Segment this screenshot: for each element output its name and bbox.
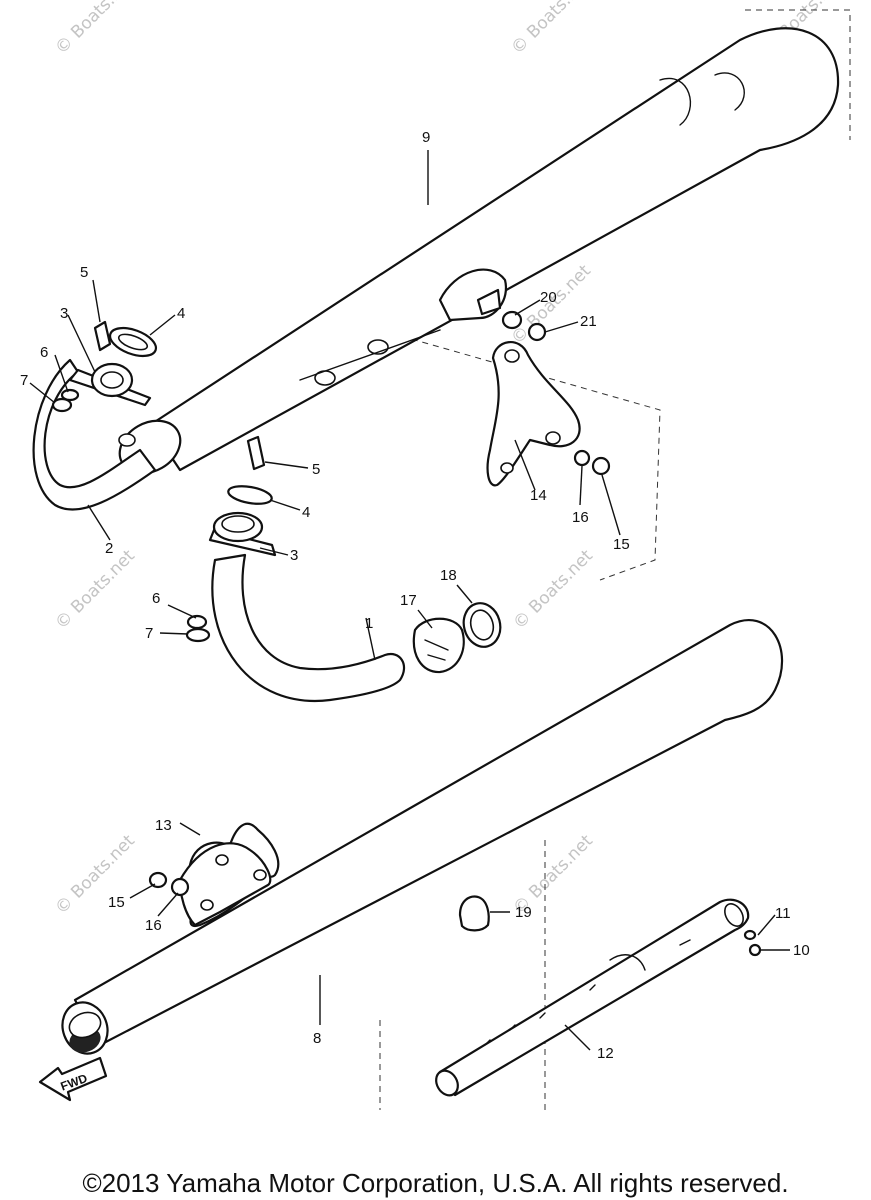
callout-15-upper: 15 bbox=[613, 536, 630, 553]
callout-8: 8 bbox=[313, 1030, 321, 1047]
watermark: © Boats.net bbox=[507, 0, 595, 59]
callout-20: 20 bbox=[540, 289, 557, 306]
cap bbox=[458, 895, 490, 932]
upper-flange-group bbox=[51, 320, 158, 413]
watermark: © Boats.net bbox=[51, 0, 139, 59]
copyright-notice: ©2013 Yamaha Motor Corporation, U.S.A. A… bbox=[82, 1168, 789, 1198]
callout-6-upper: 6 bbox=[40, 344, 48, 361]
callout-14: 14 bbox=[530, 487, 547, 504]
callout-16-upper: 16 bbox=[572, 509, 589, 526]
tail-pipe bbox=[435, 898, 762, 1097]
callout-6-lower: 6 bbox=[152, 590, 160, 607]
lower-muffler bbox=[61, 619, 784, 1055]
watermark: © Boats.net bbox=[51, 546, 139, 634]
lower-exhaust-pipe bbox=[185, 435, 406, 703]
upper-muffler bbox=[118, 27, 840, 475]
callout-labels: 9 5 4 3 6 7 2 5 4 3 6 7 1 17 18 20 21 14… bbox=[20, 129, 810, 1062]
callout-3-lower: 3 bbox=[290, 547, 298, 564]
exhaust-parts-diagram: © Boats.net © Boats.net © Boats.net © Bo… bbox=[20, 0, 851, 1110]
callout-10: 12 bbox=[597, 1045, 614, 1062]
callout-4-lower: 4 bbox=[302, 504, 310, 521]
callout-19: 19 bbox=[515, 904, 532, 921]
leader-lines bbox=[29, 150, 790, 1051]
callout-4-upper: 4 bbox=[177, 305, 185, 322]
pipe-insert-and-gasket bbox=[412, 602, 502, 674]
callout-15-lower: 15 bbox=[108, 894, 125, 911]
callout-11: 10 bbox=[793, 942, 810, 959]
callout-7-lower: 7 bbox=[145, 625, 153, 642]
callout-5-lower: 5 bbox=[312, 461, 320, 478]
callout-7-upper: 7 bbox=[20, 372, 28, 389]
callout-16-lower: 16 bbox=[145, 917, 162, 934]
callout-9: 9 bbox=[422, 129, 430, 146]
upper-exhaust-pipe bbox=[32, 358, 157, 511]
lower-bracket bbox=[148, 822, 280, 928]
callout-2: 2 bbox=[105, 540, 113, 557]
watermark: © Boats.net bbox=[51, 831, 139, 919]
callout-12: 11 bbox=[775, 905, 791, 922]
callout-18: 18 bbox=[440, 567, 457, 584]
callout-13: 13 bbox=[155, 817, 172, 834]
callout-17: 17 bbox=[400, 592, 417, 609]
callout-3-upper: 3 bbox=[60, 305, 68, 322]
fwd-arrow: FWD bbox=[38, 1056, 108, 1102]
callout-5-upper: 5 bbox=[80, 264, 88, 281]
callout-21: 21 bbox=[580, 313, 597, 330]
upper-bracket bbox=[486, 310, 611, 487]
watermark: © Boats.net bbox=[509, 546, 597, 634]
callout-1: 1 bbox=[365, 615, 373, 632]
